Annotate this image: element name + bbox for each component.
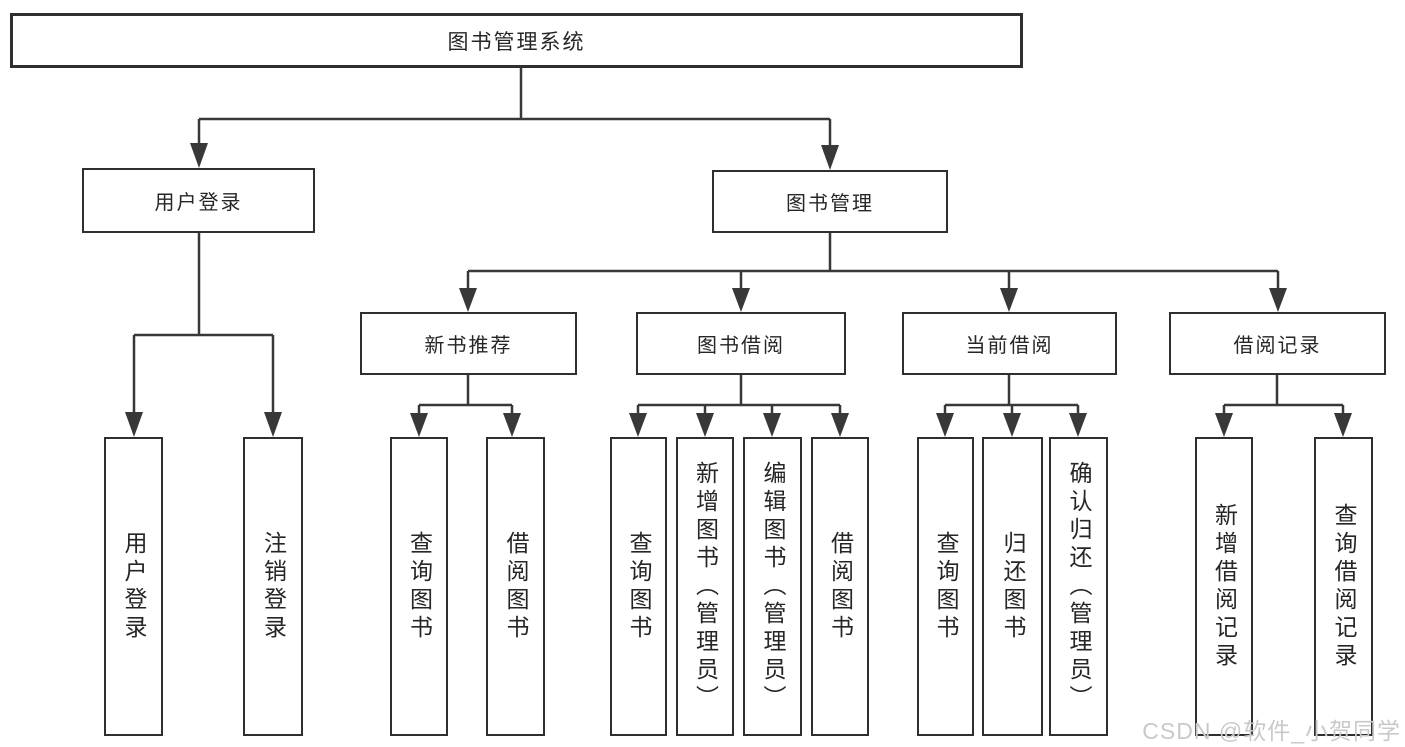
leaf-label: 注销登录 <box>260 530 287 643</box>
leaf-user-login: 用户登录 <box>104 437 163 736</box>
node-current-borrow: 当前借阅 <box>902 312 1117 375</box>
leaf-label: 新增图书（管理员） <box>692 460 719 713</box>
node-user-login: 用户登录 <box>82 168 315 233</box>
arrowhead <box>1003 413 1021 437</box>
leaf-current-return: 归还图书 <box>982 437 1043 736</box>
connector-current-to-leaves <box>936 375 1087 437</box>
node-borrow-records: 借阅记录 <box>1169 312 1386 375</box>
node-book-borrow: 图书借阅 <box>636 312 846 375</box>
leaf-newbook-borrow: 借阅图书 <box>486 437 545 736</box>
node-root: 图书管理系统 <box>10 13 1023 68</box>
arrowhead <box>1334 413 1352 437</box>
leaf-label: 查询图书 <box>933 530 959 643</box>
arrowhead <box>936 413 954 437</box>
arrowhead <box>190 143 208 168</box>
arrowhead <box>629 413 647 437</box>
leaf-label: 借阅图书 <box>503 530 529 643</box>
leaf-newbook-query: 查询图书 <box>390 437 448 736</box>
leaf-label: 查询图书 <box>406 530 433 643</box>
leaf-records-add: 新增借阅记录 <box>1195 437 1253 736</box>
arrowhead <box>763 413 781 437</box>
arrowhead <box>696 413 714 437</box>
leaf-current-query: 查询图书 <box>917 437 974 736</box>
node-new-book-label: 新书推荐 <box>424 335 513 357</box>
arrowhead <box>459 288 477 312</box>
connector-newbook-to-leaves <box>410 375 521 437</box>
connector-borrow-to-leaves <box>629 375 849 437</box>
node-new-book: 新书推荐 <box>360 312 577 375</box>
leaf-borrow-add-admin: 新增图书（管理员） <box>676 437 734 736</box>
leaf-label: 查询借阅记录 <box>1331 502 1357 671</box>
arrowhead <box>1215 413 1233 437</box>
arrowhead <box>821 145 839 170</box>
leaf-current-confirm-admin: 确认归还（管理员） <box>1049 437 1108 736</box>
leaf-label: 查询图书 <box>626 530 652 643</box>
node-book-borrow-label: 图书借阅 <box>697 335 785 357</box>
connector-records-to-leaves <box>1215 375 1352 437</box>
arrowhead <box>264 412 282 437</box>
arrowhead <box>732 288 750 312</box>
arrowhead <box>831 413 849 437</box>
leaf-label: 新增借阅记录 <box>1211 502 1238 671</box>
leaf-borrow-query: 查询图书 <box>610 437 667 736</box>
node-book-manage: 图书管理 <box>712 170 948 233</box>
csdn-watermark: CSDN @软件_小贺同学 <box>1142 718 1401 744</box>
leaf-label: 归还图书 <box>1000 530 1026 643</box>
arrowhead <box>125 412 143 437</box>
leaf-label: 编辑图书（管理员） <box>760 460 786 713</box>
arrowhead <box>503 413 521 437</box>
leaf-label: 借阅图书 <box>827 530 854 643</box>
arrowhead <box>1069 413 1087 437</box>
leaf-records-query: 查询借阅记录 <box>1314 437 1373 736</box>
leaf-borrow-borrow: 借阅图书 <box>811 437 869 736</box>
leaf-label: 确认归还（管理员） <box>1066 460 1092 713</box>
leaf-borrow-edit-admin: 编辑图书（管理员） <box>743 437 802 736</box>
node-root-label: 图书管理系统 <box>447 30 586 54</box>
arrowhead <box>1000 288 1018 312</box>
connector-manage-to-level3 <box>459 233 1287 312</box>
node-user-login-label: 用户登录 <box>154 192 243 214</box>
node-current-borrow-label: 当前借阅 <box>965 335 1054 357</box>
leaf-label: 用户登录 <box>121 530 147 643</box>
connector-login-to-leaves <box>125 233 282 437</box>
leaf-logout: 注销登录 <box>243 437 303 736</box>
connector-root-to-level2 <box>190 68 839 170</box>
node-book-manage-label: 图书管理 <box>786 193 874 215</box>
arrowhead <box>1269 288 1287 312</box>
arrowhead <box>410 413 428 437</box>
node-borrow-records-label: 借阅记录 <box>1233 335 1322 357</box>
